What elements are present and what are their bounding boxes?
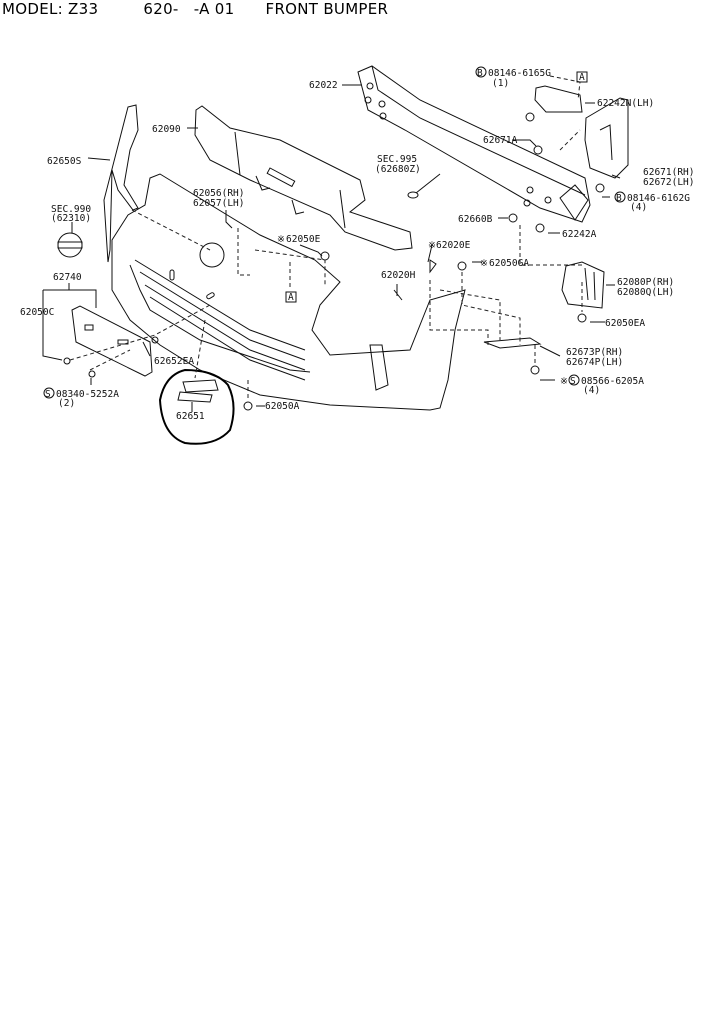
label-62740: 62740 <box>53 272 82 283</box>
svg-text:※: ※ <box>480 258 488 269</box>
svg-text:SEC.990: SEC.990 <box>51 204 91 215</box>
svg-text:62674P(LH): 62674P(LH) <box>566 357 623 368</box>
label-62020E: ※ 62020E <box>428 240 471 251</box>
svg-text:62080P(RH): 62080P(RH) <box>617 277 674 288</box>
label-62056-62057: 62056(RH) 62057(LH) <box>193 188 244 209</box>
label-62673P-62674P: 62673P(RH) 62674P(LH) <box>566 347 623 368</box>
svg-text:08146-6165G: 08146-6165G <box>488 68 551 79</box>
air-guide-62080[interactable] <box>561 261 605 309</box>
svg-text:※: ※ <box>277 234 285 245</box>
label-62242N: 62242N(LH) <box>597 98 654 109</box>
label-62050C: 62050C <box>20 307 54 318</box>
tow-hook-cover-62651[interactable] <box>158 368 235 445</box>
label-sec995: SEC.995 (62680Z) <box>375 154 421 175</box>
ref-a-box-bottom: A <box>285 291 297 303</box>
label-62671A: 62671A <box>483 135 518 146</box>
label-62242A: 62242A <box>562 229 597 240</box>
svg-text:62020E: 62020E <box>436 240 471 251</box>
svg-text:B: B <box>616 193 622 204</box>
tow-hook-sec995[interactable] <box>407 173 441 199</box>
diagram-title: FRONT BUMPER <box>265 0 389 18</box>
label-08566-6205A: ※ S 08566-6205A (4) <box>560 374 644 396</box>
svg-text:SEC.995: SEC.995 <box>377 154 417 165</box>
label-62652EA: 62652EA <box>154 356 194 367</box>
svg-text:62050E: 62050E <box>286 234 321 245</box>
label-62650S: 62650S <box>47 156 82 167</box>
fasteners <box>63 112 605 411</box>
label-62651: 62651 <box>176 411 205 422</box>
bracket-62242N[interactable] <box>534 85 583 113</box>
svg-text:(1): (1) <box>492 78 509 89</box>
svg-text:62056(RH): 62056(RH) <box>193 188 244 199</box>
ref-a-box-top: A <box>576 71 588 83</box>
absorber-62090[interactable] <box>194 105 413 251</box>
label-62020H: 62020H <box>381 270 416 281</box>
leader-lines <box>42 84 621 412</box>
svg-text:62672(LH): 62672(LH) <box>643 177 694 188</box>
highlight-circle <box>158 368 235 445</box>
svg-text:62673P(RH): 62673P(RH) <box>566 347 623 358</box>
emblem-sec990[interactable] <box>57 232 83 258</box>
reinforcement-beam-62022[interactable] <box>357 65 591 223</box>
page-header: MODEL: Z33 620- -A 01 FRONT BUMPER <box>0 0 388 22</box>
label-62050E: ※ 62050E <box>277 234 321 245</box>
svg-text:08566-6205A: 08566-6205A <box>581 376 644 387</box>
svg-text:(4): (4) <box>583 385 600 396</box>
label-08340-5252A: S 08340-5252A (2) <box>43 387 119 409</box>
label-62671-62672: 62671(RH) 62672(LH) <box>643 167 694 188</box>
label-62050EA: 62050EA <box>605 318 645 329</box>
svg-text:B: B <box>477 68 483 79</box>
svg-text:※: ※ <box>428 240 436 251</box>
label-08146-6165G: B 08146-6165G (1) <box>475 66 551 89</box>
svg-text:62080Q(LH): 62080Q(LH) <box>617 287 674 298</box>
lower-bracket-62673P[interactable] <box>483 337 542 349</box>
label-62050A: 62050A <box>265 401 300 412</box>
svg-text:S: S <box>45 389 51 400</box>
svg-text:08340-5252A: 08340-5252A <box>56 389 119 400</box>
label-62080P-62080Q: 62080P(RH) 62080Q(LH) <box>617 277 674 298</box>
svg-text:A: A <box>288 292 294 303</box>
label-62660B: 62660B <box>458 214 493 225</box>
svg-text:(62680Z): (62680Z) <box>375 164 421 175</box>
assembly-lines <box>69 75 583 400</box>
label-62090: 62090 <box>152 124 181 135</box>
svg-text:62057(LH): 62057(LH) <box>193 198 244 209</box>
variant-code: -A 01 <box>193 0 235 18</box>
svg-text:(62310): (62310) <box>51 213 91 224</box>
svg-text:S: S <box>570 376 576 387</box>
model-label: MODEL: Z33 <box>2 0 99 18</box>
side-bracket-62671[interactable] <box>584 97 629 179</box>
label-08146-6162G: B 08146-6162G (4) <box>614 191 690 213</box>
section-code: 620- <box>143 0 179 18</box>
svg-text:(2): (2) <box>58 398 75 409</box>
label-sec990: SEC.990 (62310) <box>51 204 91 224</box>
svg-text:62671(RH): 62671(RH) <box>643 167 694 178</box>
svg-text:(4): (4) <box>630 202 647 213</box>
label-62022: 62022 <box>309 80 338 91</box>
svg-text:08146-6162G: 08146-6162G <box>627 193 690 204</box>
svg-text:62050GA: 62050GA <box>489 258 529 269</box>
license-bracket-62740[interactable] <box>71 305 153 377</box>
svg-text:A: A <box>579 72 585 83</box>
label-62050GA: ※ 62050GA <box>480 258 529 269</box>
svg-text:※: ※ <box>560 376 568 387</box>
